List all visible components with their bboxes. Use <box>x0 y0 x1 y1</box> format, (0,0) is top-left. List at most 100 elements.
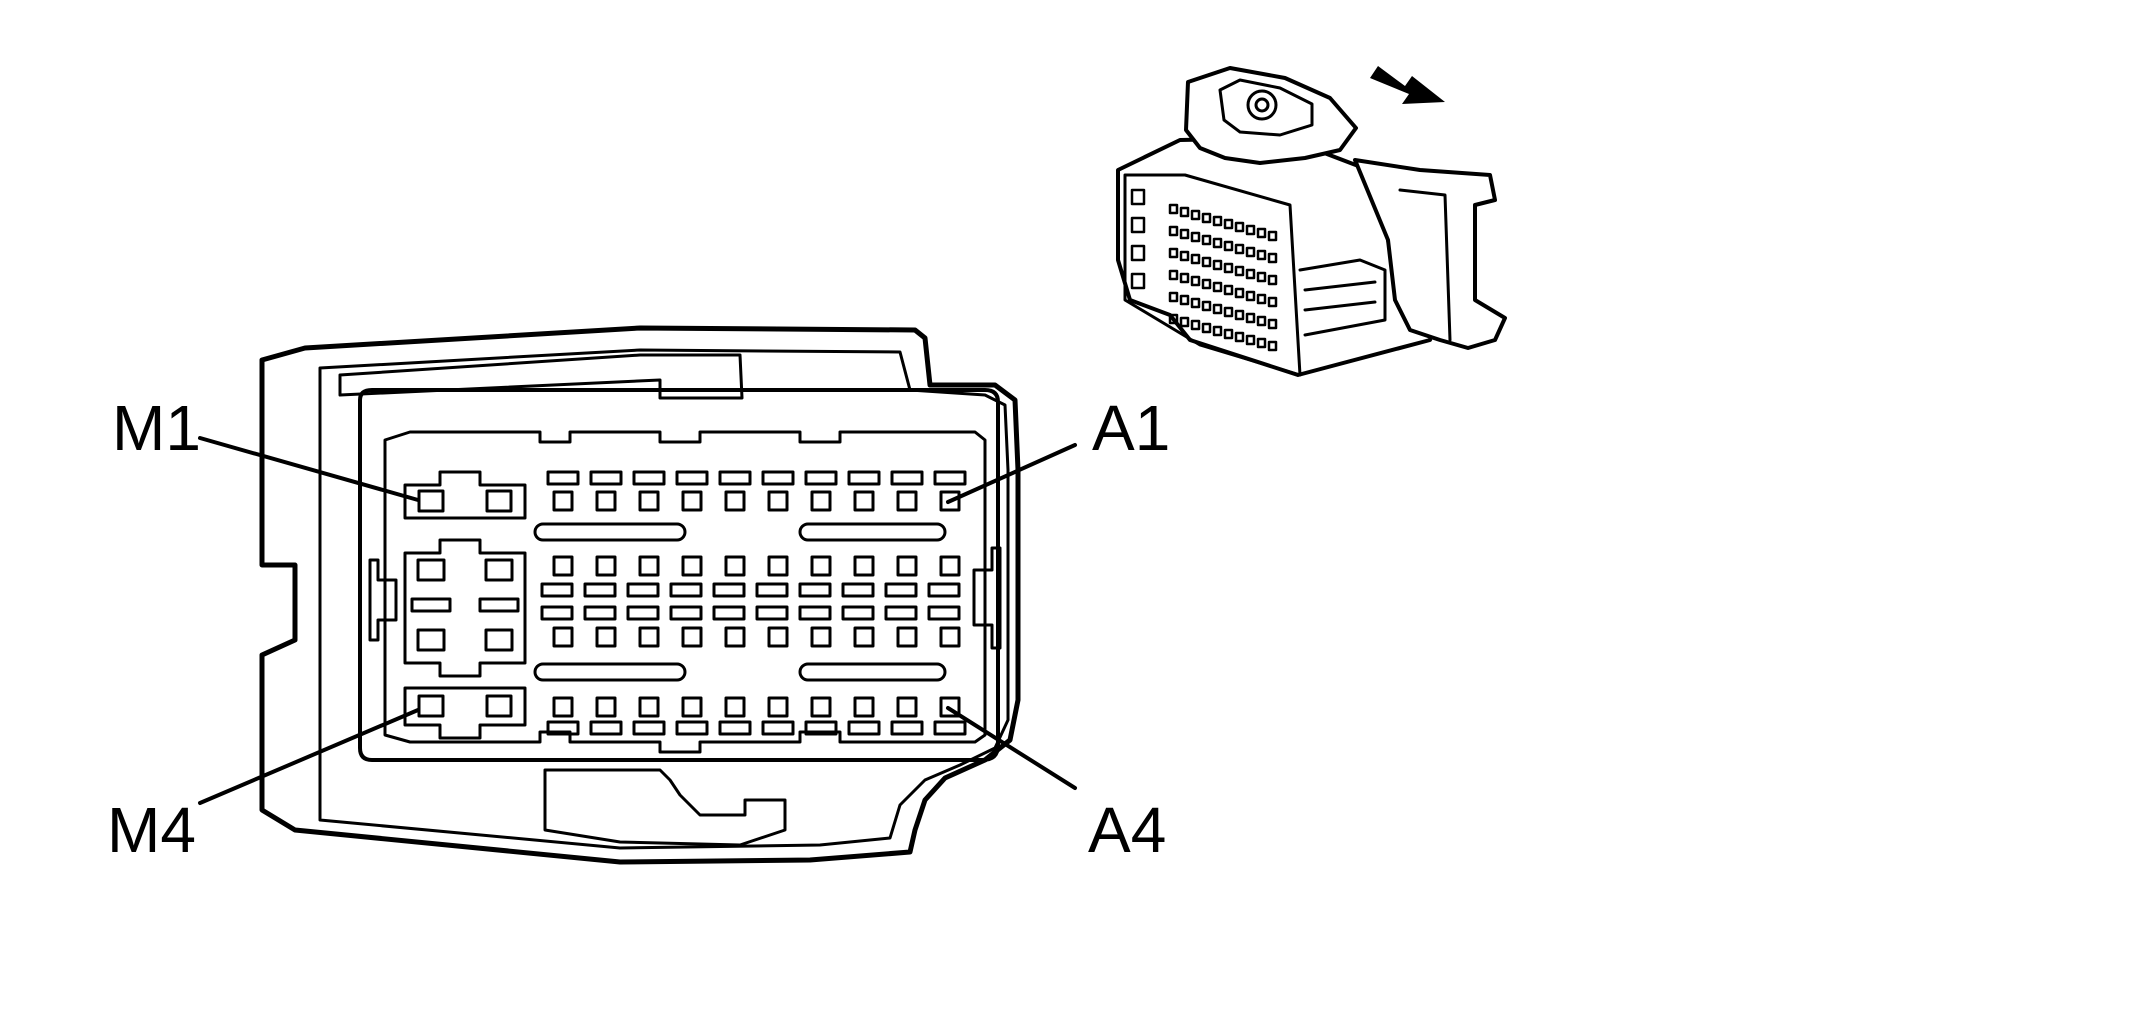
terminal-pin-row2 <box>939 555 961 577</box>
terminal-pin-row2 <box>810 555 832 577</box>
terminal-slot-row1 <box>675 470 709 486</box>
iso-m-terminal <box>1130 272 1146 290</box>
leader-line-a4 <box>946 706 1077 790</box>
terminal-slot-row3 <box>841 605 875 621</box>
iso-terminal-pin <box>1168 247 1179 259</box>
iso-terminal-pin <box>1190 253 1201 265</box>
iso-terminal-pin <box>1168 313 1179 325</box>
terminal-slot-row4 <box>589 720 623 736</box>
connector-lower-tab <box>543 768 787 847</box>
terminal-pin-row4 <box>638 696 660 718</box>
terminal-slot-row4 <box>546 720 580 736</box>
terminal-slot-row3 <box>712 605 746 621</box>
key-slot-upper-left <box>533 522 687 542</box>
iso-terminal-pin <box>1234 243 1245 255</box>
left-side-latch <box>368 558 398 642</box>
arrow-right-down-icon <box>1370 66 1445 104</box>
terminal-slot-row2 <box>755 582 789 598</box>
key-slot-upper-right <box>798 522 947 542</box>
terminal-slot-row3 <box>755 605 789 621</box>
terminal-slot-row2 <box>583 582 617 598</box>
terminal-slot-row1 <box>546 470 580 486</box>
iso-m-terminal <box>1130 216 1146 234</box>
terminal-pin-row3 <box>896 626 918 648</box>
iso-terminal-pin <box>1234 309 1245 321</box>
terminal-pin-row2 <box>767 555 789 577</box>
terminal-pin-row1 <box>810 490 832 512</box>
iso-terminal-pin <box>1267 296 1278 308</box>
iso-terminal-pin <box>1245 290 1256 302</box>
terminal-pin-row2 <box>681 555 703 577</box>
iso-terminal-pin <box>1201 234 1212 246</box>
terminal-pin-row1 <box>638 490 660 512</box>
terminal-pin-row3 <box>853 626 875 648</box>
iso-terminal-pin <box>1179 316 1190 328</box>
iso-terminal-pin <box>1256 249 1267 261</box>
iso-terminal-pin <box>1190 319 1201 331</box>
terminal-pin-row3 <box>810 626 832 648</box>
terminal-slot-row2 <box>540 582 574 598</box>
iso-terminal-pin <box>1245 312 1256 324</box>
terminal-slot-row1 <box>761 470 795 486</box>
terminal-pin-row1 <box>767 490 789 512</box>
iso-terminal-pin <box>1256 271 1267 283</box>
terminal-pin-row2 <box>552 555 574 577</box>
iso-terminal-pin <box>1190 209 1201 221</box>
terminal-slot-row4 <box>804 720 838 736</box>
terminal-slot-row3 <box>669 605 703 621</box>
terminal-cavity-frame <box>358 388 1000 762</box>
iso-terminal-pin <box>1212 325 1223 337</box>
iso-terminal-pin <box>1190 231 1201 243</box>
iso-terminal-pin <box>1267 252 1278 264</box>
connector-isometric-view <box>1116 66 1507 377</box>
iso-terminal-pin <box>1267 274 1278 286</box>
iso-terminal-pin <box>1179 206 1190 218</box>
iso-terminal-pin <box>1223 262 1234 274</box>
terminal-pin-row3 <box>939 626 961 648</box>
terminal-pin-row2 <box>595 555 617 577</box>
terminal-slot-row1 <box>589 470 623 486</box>
terminal-slot-row4 <box>718 720 752 736</box>
terminal-pin-row3 <box>681 626 703 648</box>
terminal-slot-row1 <box>718 470 752 486</box>
connector-inner-rim <box>318 348 1010 850</box>
iso-terminal-pin <box>1223 328 1234 340</box>
iso-terminal-pin <box>1267 318 1278 330</box>
terminal-slot-row3 <box>927 605 961 621</box>
iso-terminal-pin <box>1212 303 1223 315</box>
terminal-pin-row2 <box>853 555 875 577</box>
terminal-slot-row1 <box>632 470 666 486</box>
terminal-pin-row1 <box>595 490 617 512</box>
terminal-slot-row3 <box>884 605 918 621</box>
iso-terminal-pin <box>1223 240 1234 252</box>
terminal-slot-row2 <box>927 582 961 598</box>
m-terminal-block-bottom <box>403 686 527 740</box>
terminal-pin-row2 <box>896 555 918 577</box>
iso-latch-boss <box>1246 89 1278 121</box>
connector-outer-housing <box>259 325 1021 865</box>
terminal-pin-row1 <box>939 490 961 512</box>
terminal-slot-row3 <box>583 605 617 621</box>
iso-terminal-pin <box>1256 337 1267 349</box>
iso-terminal-pins <box>1130 188 1278 352</box>
iso-terminal-pin <box>1201 300 1212 312</box>
iso-terminal-pin <box>1234 221 1245 233</box>
terminal-pin-row4 <box>595 696 617 718</box>
iso-terminal-pin <box>1223 218 1234 230</box>
terminal-slot-row1 <box>804 470 838 486</box>
iso-terminal-pin <box>1223 284 1234 296</box>
iso-terminal-pin <box>1267 230 1278 242</box>
iso-terminal-pin <box>1201 322 1212 334</box>
iso-terminal-pin <box>1168 225 1179 237</box>
terminal-pin-row4 <box>810 696 832 718</box>
iso-terminal-pin <box>1267 340 1278 352</box>
terminal-pin-row1 <box>896 490 918 512</box>
terminal-pin-row2 <box>638 555 660 577</box>
iso-terminal-pin <box>1245 334 1256 346</box>
iso-terminal-pin <box>1256 293 1267 305</box>
terminal-slot-row4 <box>890 720 924 736</box>
iso-terminal-pin <box>1179 228 1190 240</box>
terminal-inner-wall <box>383 430 987 754</box>
iso-terminal-face <box>1123 173 1302 377</box>
